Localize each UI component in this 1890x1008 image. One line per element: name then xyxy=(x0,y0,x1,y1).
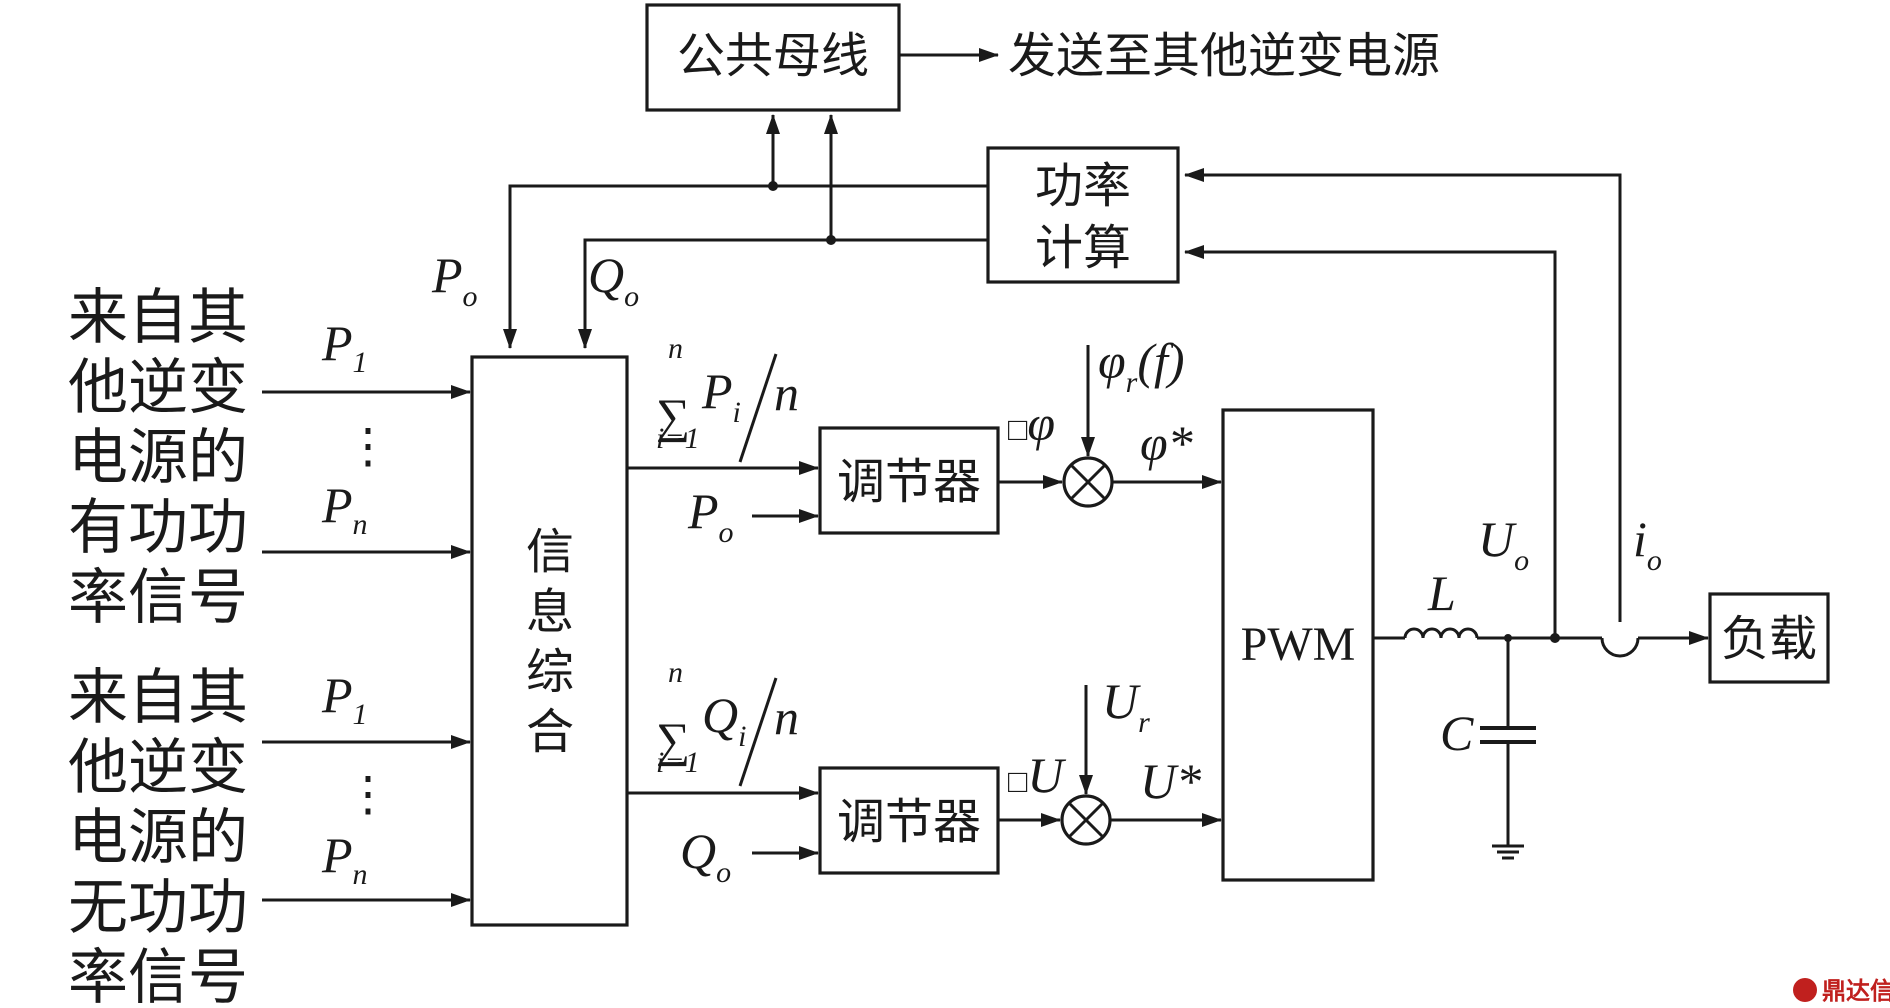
junction-uo xyxy=(1550,633,1560,643)
active-dots: ⋮ xyxy=(344,420,392,473)
uo-to-power-calc-wire xyxy=(1184,245,1557,638)
watermark-logo: 鼎达信 xyxy=(1793,977,1890,1005)
svg-text:i=1: i=1 xyxy=(656,746,700,779)
phi-ref-label: φr(f) xyxy=(1098,333,1185,399)
public-bus-block: 公共母线 xyxy=(645,3,901,112)
regulator-label-top: 调节器 xyxy=(837,454,981,510)
svg-text:∑: ∑ xyxy=(656,390,690,443)
power-calc-label-1: 功率 xyxy=(1035,158,1131,214)
public-bus-label: 公共母线 xyxy=(677,28,869,84)
reactive-power-input-text: 来自其 他逆变 电源的 无功功 率信号 xyxy=(68,663,248,1008)
svg-text:来自其: 来自其 xyxy=(68,663,248,733)
load-block: 负载 xyxy=(1708,592,1830,684)
svg-text:率信号: 率信号 xyxy=(68,943,248,1008)
avg-p-expression: ∑ n i=1 Pi n xyxy=(656,332,799,463)
junction-po xyxy=(768,181,778,191)
info-char-1: 信 xyxy=(526,524,574,580)
io-output-label: io xyxy=(1633,511,1662,577)
info-char-3: 综 xyxy=(526,644,574,700)
io-to-power-calc-wire xyxy=(1184,168,1622,622)
qo-feedback-wire xyxy=(578,238,988,349)
reactive-dots: ⋮ xyxy=(344,768,392,821)
svg-text:无功功: 无功功 xyxy=(68,873,248,943)
svg-text:Pi: Pi xyxy=(701,363,741,429)
p1-active-label: P1 xyxy=(321,315,368,379)
svg-text:n: n xyxy=(668,656,683,689)
u-ref-label: Ur xyxy=(1102,673,1150,739)
svg-text:有功功: 有功功 xyxy=(68,493,248,563)
junction-qo xyxy=(826,235,836,245)
svg-text:n: n xyxy=(774,365,799,421)
svg-text:Qi: Qi xyxy=(702,687,746,753)
p1-reactive-label: P1 xyxy=(321,667,368,731)
svg-text:n: n xyxy=(668,332,683,365)
svg-text:∑: ∑ xyxy=(656,714,690,767)
po-feedback-wire xyxy=(503,184,988,349)
wire-crossing-jumper xyxy=(1600,637,1640,658)
delta-u-label: □U xyxy=(1008,747,1066,803)
info-char-4: 合 xyxy=(526,704,574,760)
u-star-label: U* xyxy=(1140,753,1201,809)
delta-phi-label: □φ xyxy=(1008,395,1055,451)
pn-reactive-label: Pn xyxy=(321,827,368,891)
avg-q-expression: ∑ n i=1 Qi n xyxy=(656,656,799,787)
inductor-l xyxy=(1403,627,1479,639)
active-power-input-text: 来自其 他逆变 电源的 有功功 率信号 xyxy=(68,283,248,633)
svg-text:n: n xyxy=(774,689,799,745)
phi-star-label: φ* xyxy=(1140,415,1193,471)
qo-label-top: Qo xyxy=(588,247,639,313)
po-regulator-label: Po xyxy=(687,483,734,549)
svg-text:电源的: 电源的 xyxy=(68,423,248,493)
ground-icon xyxy=(1492,844,1524,860)
watermark-text: 鼎达信 xyxy=(1822,977,1890,1005)
pn-active-label: Pn xyxy=(321,477,368,541)
po-label-top: Po xyxy=(431,247,478,313)
svg-text:他逆变: 他逆变 xyxy=(68,353,248,423)
svg-text:i=1: i=1 xyxy=(656,422,700,455)
svg-text:率信号: 率信号 xyxy=(68,563,248,633)
qo-regulator-label: Qo xyxy=(680,823,731,889)
svg-text:他逆变: 他逆变 xyxy=(68,733,248,803)
watermark-badge-icon xyxy=(1793,978,1817,1002)
regulator-label-bottom: 调节器 xyxy=(837,794,981,850)
svg-text:来自其: 来自其 xyxy=(68,283,248,353)
inductor-label: L xyxy=(1427,565,1456,621)
pwm-block: PWM xyxy=(1221,408,1375,882)
regulator-block-top: 调节器 xyxy=(818,426,1000,535)
svg-text:电源的: 电源的 xyxy=(68,803,248,873)
regulator-block-bottom: 调节器 xyxy=(818,766,1000,875)
pwm-label: PWM xyxy=(1241,618,1356,671)
load-label: 负载 xyxy=(1721,611,1817,667)
capacitor-label: C xyxy=(1440,705,1474,761)
power-calc-label-2: 计算 xyxy=(1035,220,1131,276)
power-calc-block: 功率 计算 xyxy=(986,146,1180,284)
info-synthesis-block: 信 息 综 合 xyxy=(470,355,629,927)
info-char-2: 息 xyxy=(526,584,574,640)
uo-output-label: Uo xyxy=(1478,511,1529,577)
send-to-others-label: 发送至其他逆变电源 xyxy=(1008,28,1440,84)
